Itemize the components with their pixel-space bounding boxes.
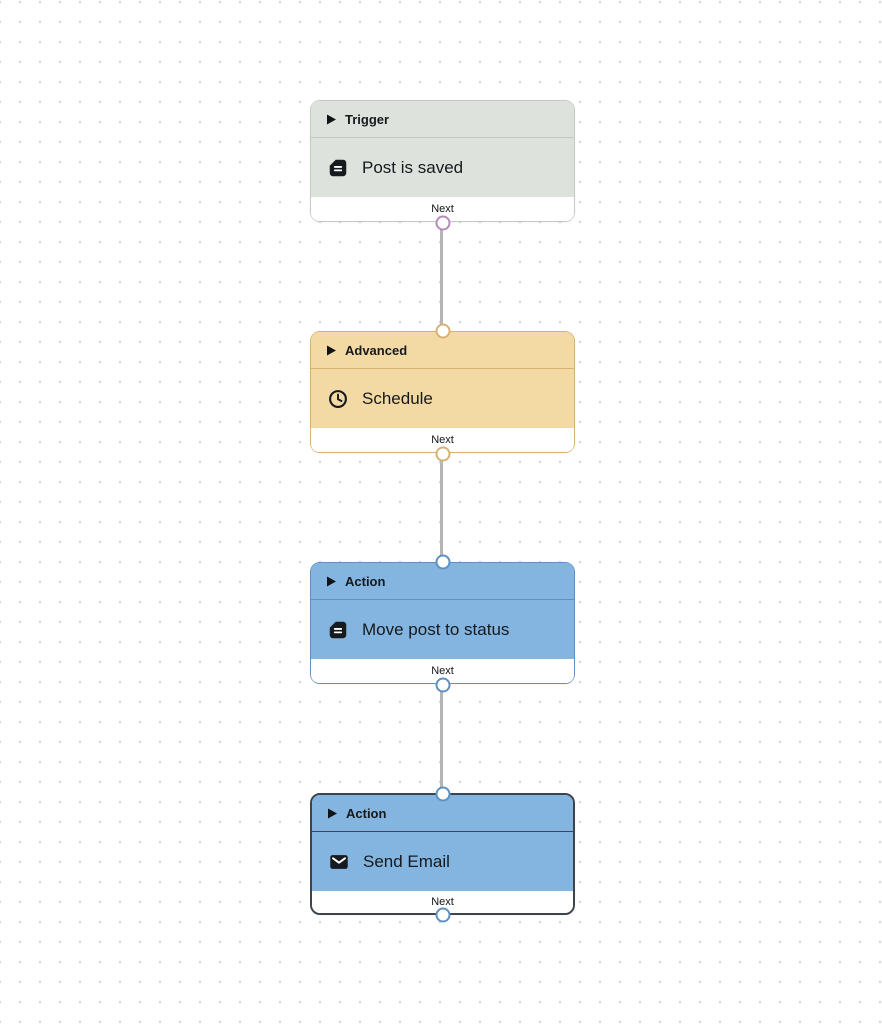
node-category-label: Trigger [345,111,390,127]
collapse-arrow-icon[interactable] [327,576,336,587]
output-port[interactable] [435,446,450,461]
node-body: Schedule [311,369,574,428]
mail-icon [328,851,350,873]
edge-connector [440,451,443,563]
node-category-label: Action [345,573,386,589]
document-icon [327,619,349,641]
node-title: Schedule [362,388,433,408]
node-header[interactable]: Trigger [311,101,574,138]
node-action-move-post-to-status[interactable]: Action Move post to status Next [310,554,575,692]
node-advanced-schedule[interactable]: Advanced Schedule Next [310,323,575,461]
clock-icon [327,388,349,410]
node-body: Post is saved [311,138,574,197]
next-port-label: Next [431,434,454,446]
next-port-label: Next [431,665,454,677]
collapse-arrow-icon[interactable] [328,808,337,819]
node-body: Move post to status [311,600,574,659]
input-port[interactable] [435,323,450,338]
node-category-label: Advanced [345,342,408,358]
input-port[interactable] [435,786,450,801]
node-footer: Next [312,891,573,913]
node-header[interactable]: Action [312,795,573,832]
output-port[interactable] [435,907,450,922]
document-icon [327,157,349,179]
collapse-arrow-icon[interactable] [327,114,336,125]
node-title: Move post to status [362,619,510,639]
output-port[interactable] [435,677,450,692]
edge-connector [440,220,443,332]
node-body: Send Email [312,832,573,891]
node-title: Send Email [363,851,450,871]
collapse-arrow-icon[interactable] [327,345,336,356]
node-header[interactable]: Advanced [311,332,574,369]
node-action-send-email[interactable]: Action Send Email Next [310,786,575,922]
node-title: Post is saved [362,157,464,177]
node-category-label: Action [346,805,387,821]
node-trigger-post-is-saved[interactable]: Trigger Post is saved Next [310,100,575,230]
next-port-label: Next [431,203,454,215]
next-port-label: Next [431,896,454,908]
output-port[interactable] [435,215,450,230]
node-header[interactable]: Action [311,563,574,600]
input-port[interactable] [435,554,450,569]
edge-connector [440,682,443,794]
